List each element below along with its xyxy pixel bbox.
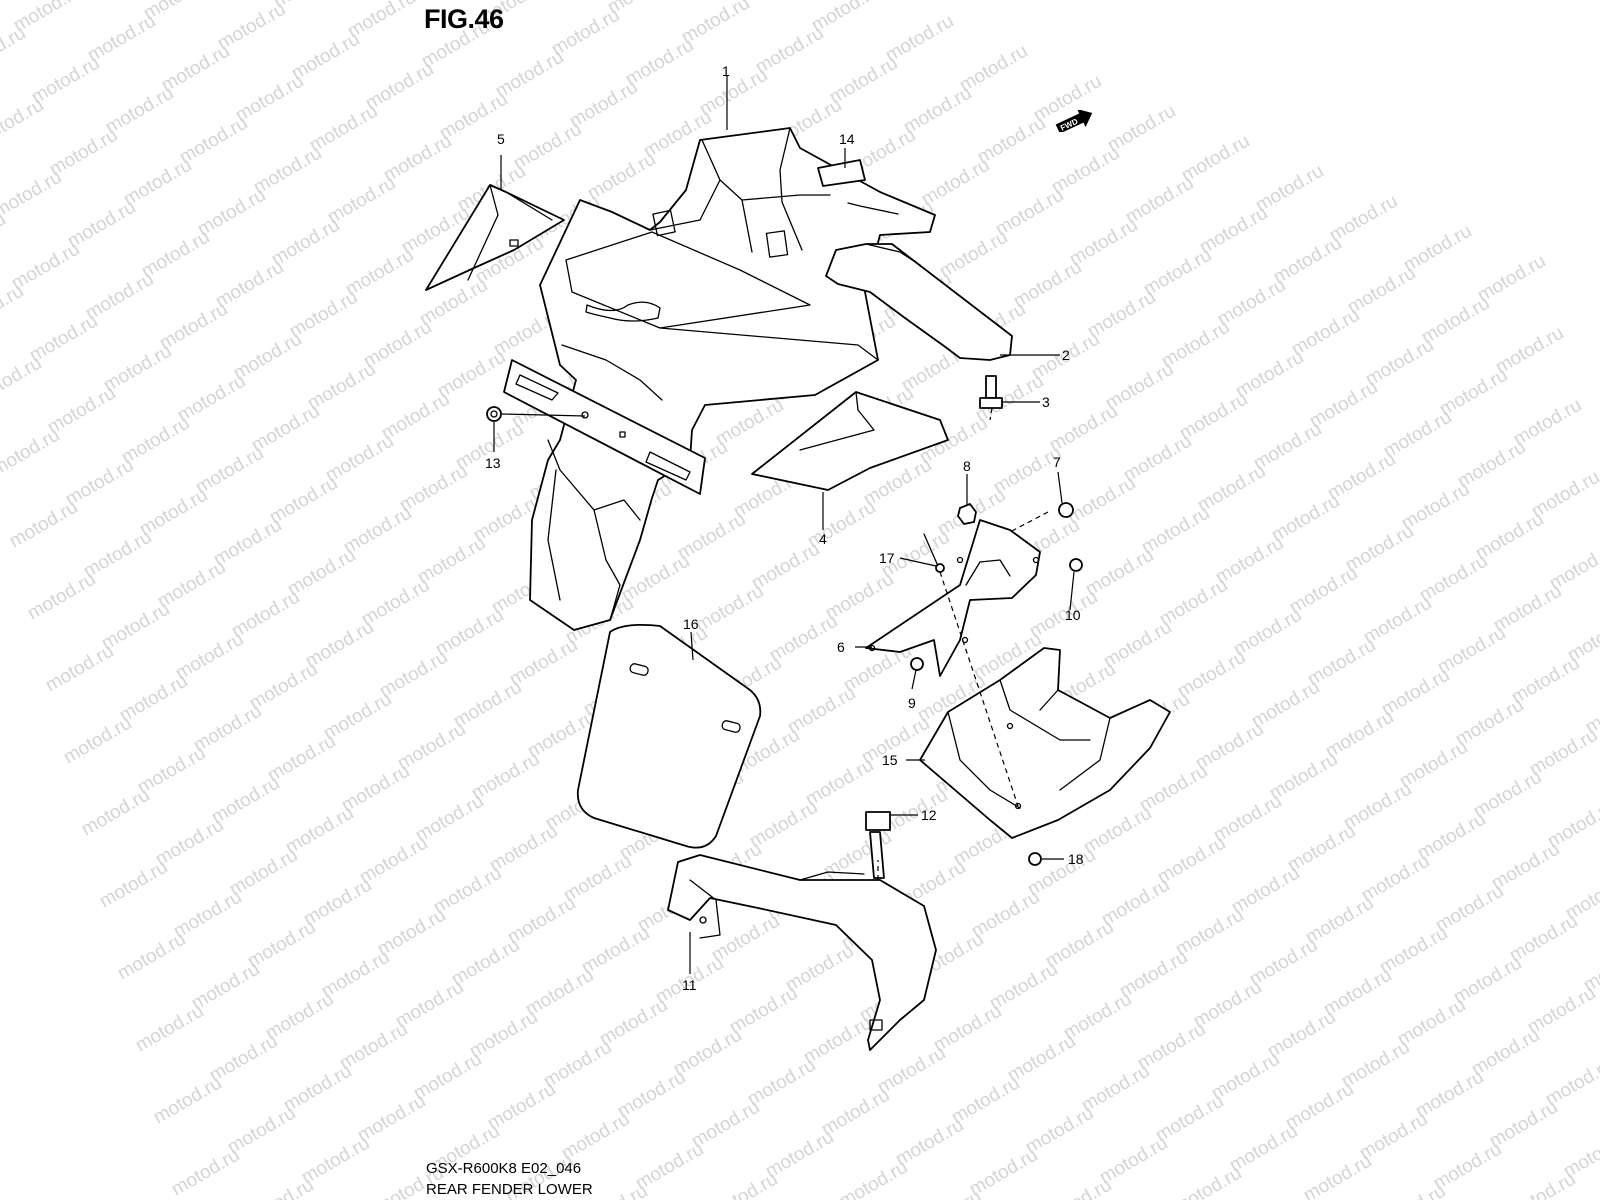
part-13-license-holder	[503, 359, 706, 495]
figure-title: FIG.46	[424, 4, 504, 34]
callout-6: 6	[837, 639, 845, 655]
callout-10: 10	[1065, 607, 1081, 623]
part-7-screw	[1058, 502, 1074, 518]
callout-3: 3	[1042, 394, 1050, 410]
part-12-bolt	[865, 811, 891, 879]
part-2-bracket	[825, 243, 1013, 361]
part-5-side-cover	[425, 184, 565, 291]
part-17-clip	[923, 533, 945, 573]
callout-16: 16	[683, 616, 699, 632]
leader-lines	[493, 76, 1075, 974]
callout-11: 11	[682, 977, 697, 993]
callout-labels: 1 2 3 4 5 6 7 8 9 10 11 12 13 14 15 16 1…	[485, 63, 1084, 993]
callout-4: 4	[819, 531, 827, 547]
part-8-nut	[957, 503, 977, 525]
callout-15: 15	[882, 752, 898, 768]
callout-12: 12	[921, 807, 937, 823]
callout-5: 5	[497, 131, 505, 147]
forward-direction-arrow-icon: FWD	[1055, 110, 1093, 132]
part-16-pad	[576, 623, 762, 849]
part-6-mounting-bracket	[865, 519, 1041, 677]
section-name: REAR FENDER LOWER	[426, 1181, 593, 1198]
model-code: GSX-R600K8 E02_046	[426, 1160, 582, 1177]
part-4-undertray	[751, 391, 949, 491]
part-1-rear-fender	[529, 127, 936, 631]
callout-18: 18	[1068, 851, 1084, 867]
callout-13: 13	[485, 455, 501, 471]
part-15-under-cover	[919, 647, 1171, 839]
callout-17: 17	[879, 550, 895, 566]
part-11-lower-fender	[667, 854, 937, 1051]
part-9-screw	[910, 657, 924, 671]
callout-8: 8	[963, 458, 971, 474]
part-14-label	[817, 159, 866, 187]
part-13-grommet	[486, 406, 502, 422]
callout-14: 14	[839, 131, 855, 147]
part-18-grommet	[1028, 852, 1042, 866]
callout-2: 2	[1062, 347, 1070, 363]
callout-1: 1	[722, 63, 730, 79]
fwd-label: FWD	[1059, 117, 1080, 132]
part-3-bolt	[979, 375, 1003, 409]
callout-7: 7	[1053, 454, 1061, 470]
part-10-screw	[1069, 558, 1083, 572]
callout-9: 9	[908, 695, 916, 711]
